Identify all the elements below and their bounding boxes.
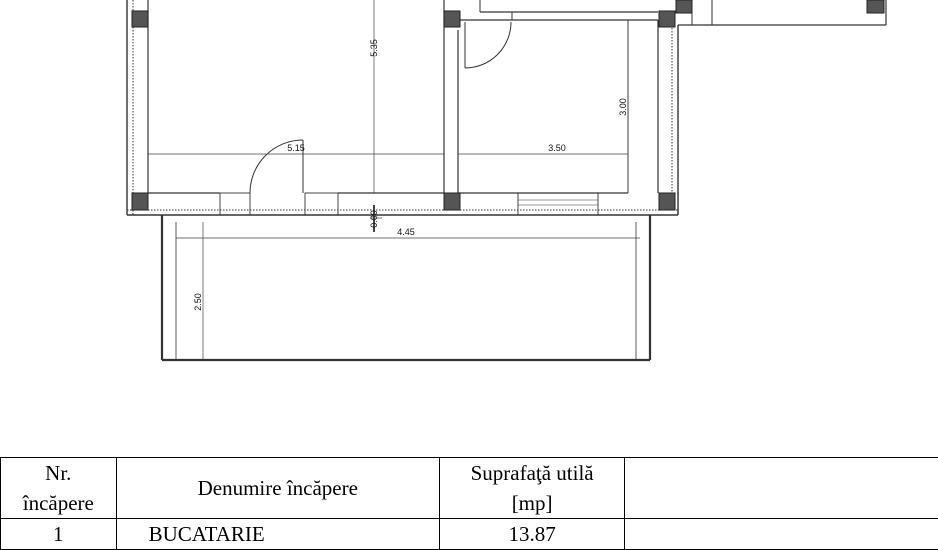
dimension-lines — [148, 0, 640, 360]
doors — [250, 22, 511, 193]
header-room-area-line2: [mp] — [440, 488, 624, 518]
header-room-area-line1: Suprafaţă utilă — [440, 458, 624, 488]
header-room-number: Nr. încăpere — [1, 458, 117, 519]
room-number-cell: 1 — [1, 519, 117, 550]
empty-cell — [625, 519, 938, 550]
dim-label-height-balcony: 2.50 — [193, 293, 203, 311]
door-swing-2 — [465, 22, 511, 68]
room-name-cell: BUCATARIE — [116, 519, 439, 550]
header-empty-cell — [625, 458, 938, 519]
header-room-number-line2: încăpere — [1, 488, 116, 518]
header-room-number-line1: Nr. — [1, 458, 116, 488]
header-room-area: Suprafaţă utilă [mp] — [439, 458, 624, 519]
outer-walls — [127, 0, 886, 215]
room-area-cell: 13.87 — [439, 519, 624, 550]
dim-label-width-main: 5.15 — [287, 143, 305, 153]
structural-columns — [132, 0, 884, 210]
dim-label-height-main: 5.35 — [369, 39, 379, 57]
dim-label-height-room: 3.00 — [618, 98, 628, 116]
dim-label-width-room: 3.50 — [548, 143, 566, 153]
floor-plan: 5.35 5.15 3.50 3.00 4.45 2.50 0.00 — [0, 0, 938, 527]
table-row: 1 BUCATARIE 13.87 — [1, 519, 938, 550]
dim-label-width-balcony: 4.45 — [397, 227, 415, 237]
header-room-name: Denumire încăpere — [116, 458, 439, 519]
level-mark: 0.00 — [369, 210, 379, 228]
header-room-name-line1: Denumire încăpere — [117, 473, 439, 503]
table-header-row: Nr. încăpere Denumire încăpere Suprafaţă… — [1, 458, 938, 519]
room-table: Nr. încăpere Denumire încăpere Suprafaţă… — [0, 457, 938, 550]
